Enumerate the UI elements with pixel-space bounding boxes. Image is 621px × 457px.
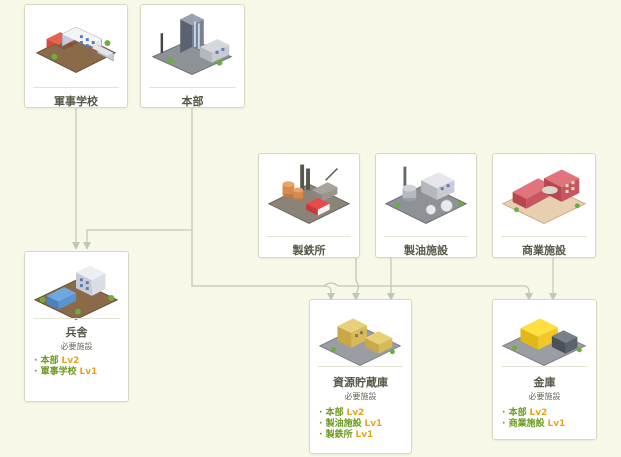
headquarters-name: 本部	[181, 95, 204, 108]
requirement-item: · 製油施設 Lv1	[319, 419, 383, 429]
card-refinery[interactable]: 製油施設	[375, 153, 477, 258]
military-school-icon	[35, 26, 117, 74]
divider	[149, 87, 236, 88]
vault-requirements-list: · 本部 Lv2 · 商業施設 Lv1	[502, 408, 565, 430]
requirement-item: · 本部 Lv2	[502, 408, 548, 418]
requirement-item: · 本部 Lv2	[34, 356, 80, 366]
requirement-item: · 軍事学校 Lv1	[34, 367, 98, 377]
commercial-icon	[501, 169, 587, 224]
divider	[33, 318, 120, 319]
card-military-school[interactable]: 軍事学校	[24, 4, 128, 108]
divider	[501, 366, 588, 367]
refinery-name: 製油施設	[404, 244, 448, 257]
requirement-item: · 商業施設 Lv1	[502, 419, 566, 429]
barracks-icon	[33, 265, 119, 321]
divider	[318, 366, 403, 367]
resource-storage-name: 資源貯蔵庫	[333, 376, 388, 389]
divider	[33, 87, 119, 88]
resource-storage-requirements-list: · 本部 Lv2 · 製油施設 Lv1 · 製鉄所 Lv1	[319, 408, 382, 441]
divider	[501, 236, 587, 237]
steelworks-name: 製鉄所	[292, 244, 326, 257]
line-hq-barracks	[83, 108, 193, 250]
military-school-name: 軍事学校	[54, 95, 98, 108]
vault-requirements-header: 必要施設	[528, 392, 561, 401]
steelworks-icon	[267, 164, 351, 224]
line-hq-storage	[323, 285, 335, 301]
card-barracks[interactable]: 兵舎 必要施設 · 本部 Lv2 · 軍事学校 Lv1	[24, 251, 129, 402]
vault-icon	[501, 318, 587, 367]
requirement-item: · 本部 Lv2	[319, 408, 365, 418]
card-steelworks[interactable]: 製鉄所	[258, 153, 360, 258]
commercial-name: 商業施設	[522, 244, 566, 257]
resource-storage-icon	[318, 318, 402, 367]
card-vault[interactable]: 金庫 必要施設 · 本部 Lv2 · 商業施設 Lv1	[492, 299, 597, 440]
line-hq-trunk	[191, 230, 324, 287]
line-hq-vault	[338, 285, 533, 301]
card-commercial[interactable]: 商業施設	[492, 153, 596, 258]
barracks-requirements-header: 必要施設	[60, 342, 93, 351]
barracks-requirements-list: · 本部 Lv2 · 軍事学校 Lv1	[34, 356, 97, 378]
headquarters-icon	[151, 13, 233, 75]
line-hq-bridge	[323, 282, 339, 287]
card-resource-storage[interactable]: 資源貯蔵庫 必要施設 · 本部 Lv2 · 製油施設 Lv1 · 製鉄所 Lv1	[309, 299, 412, 454]
barracks-name: 兵舎	[65, 326, 88, 339]
divider	[384, 236, 468, 237]
vault-name: 金庫	[533, 376, 556, 389]
refinery-icon	[384, 166, 468, 224]
divider	[267, 236, 351, 237]
requirement-item: · 製鉄所 Lv1	[319, 430, 374, 440]
resource-storage-requirements-header: 必要施設	[344, 392, 377, 401]
card-headquarters[interactable]: 本部	[140, 4, 245, 108]
line-steel-storage	[352, 258, 360, 301]
